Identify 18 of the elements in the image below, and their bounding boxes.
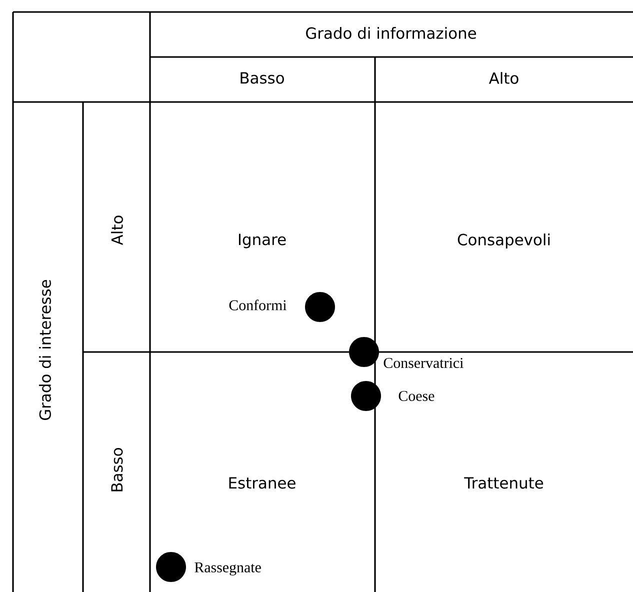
point-label: Rassegnate [194,562,261,576]
point-label: Coese [398,390,434,401]
quadrant-label: Ignare [238,234,286,248]
point-label: Conservatrici [384,358,464,368]
column-header: Basso [240,72,284,84]
column-header: Alto [488,72,518,84]
data-point [351,381,381,411]
row-header: Grado di interesse [39,280,51,420]
quadrant-label: Consapevoli [458,234,550,248]
row-header: Basso [111,448,123,492]
data-point [156,552,186,582]
data-point [305,292,335,322]
data-point [349,337,379,367]
quadrant-label: Trattenute [464,477,544,489]
row-header: Alto [111,216,123,246]
point-label: Conformi [229,300,287,310]
column-header: Grado di informazione [306,27,476,39]
quadrant-label: Estranee [229,477,296,489]
